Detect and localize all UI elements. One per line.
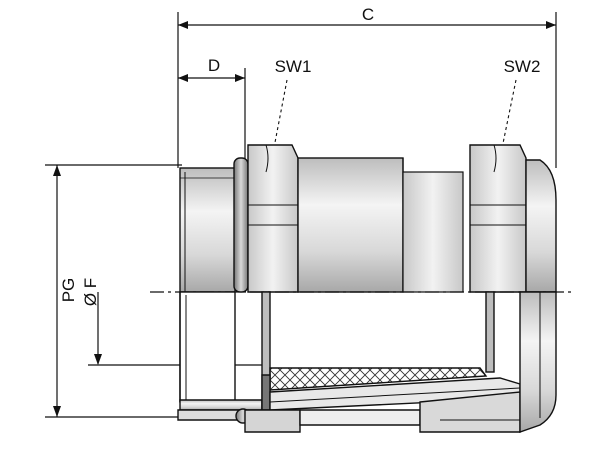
gland-section — [177, 291, 557, 433]
sw2-nut — [469, 144, 527, 293]
label-d: D — [208, 56, 220, 75]
dimension-d — [178, 68, 246, 160]
label-pg: PG — [59, 278, 78, 303]
label-sw2: SW2 — [504, 57, 541, 76]
center-body — [297, 157, 404, 293]
dimension-pg — [45, 164, 182, 418]
thread-section — [179, 167, 236, 293]
sw1-nut — [247, 144, 299, 293]
label-c: C — [362, 5, 374, 24]
dimension-c — [177, 12, 557, 168]
gland-exterior — [179, 144, 557, 293]
label-sw1: SW1 — [275, 57, 312, 76]
o-ring — [233, 157, 249, 293]
label-f: Ø F — [81, 278, 100, 306]
dome-cap — [525, 159, 557, 293]
dimension-f — [88, 292, 265, 366]
